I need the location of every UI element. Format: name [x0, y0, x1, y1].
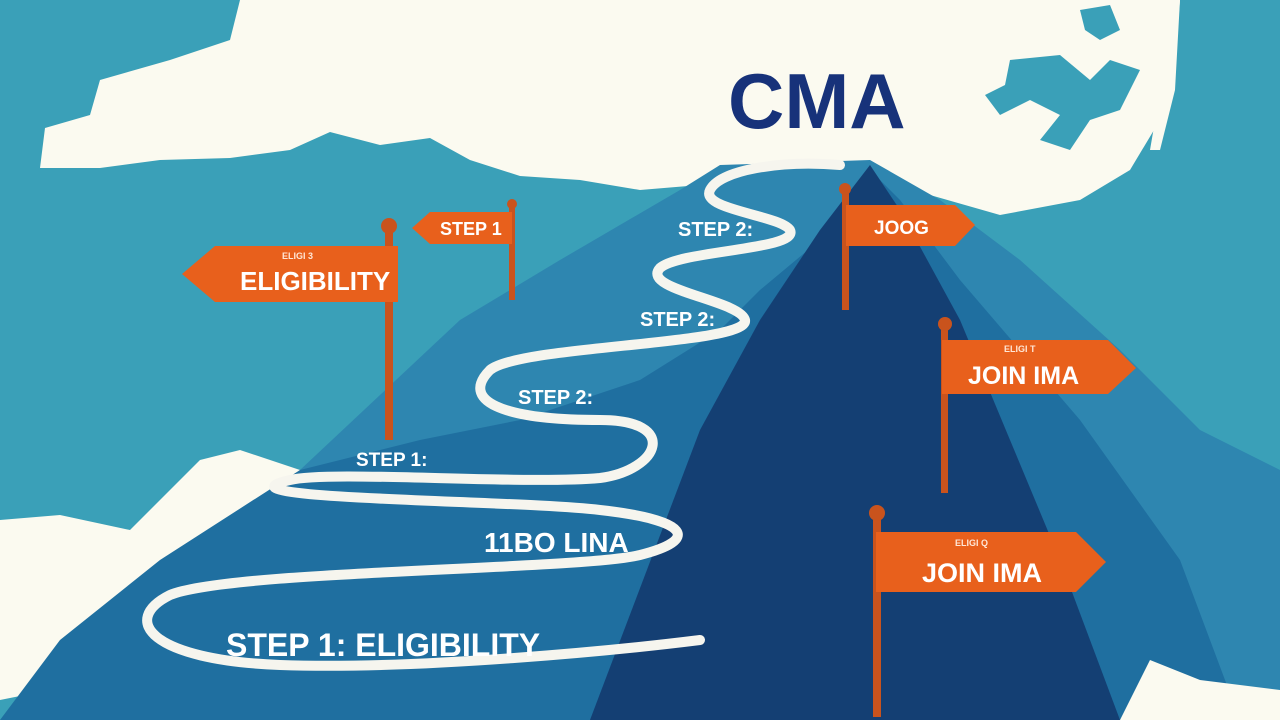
flag-pole — [509, 205, 515, 300]
flag-pole — [385, 228, 393, 440]
flag-step1: STEP 1 — [412, 199, 517, 300]
flag-pole — [941, 325, 948, 493]
flag-main-label: JOOG — [874, 218, 929, 239]
flag-eligibility: ELIGI 3 ELIGIBILITY — [182, 218, 398, 440]
flag-main-label: STEP 1 — [440, 219, 502, 239]
path-label-middle: STEP 2: — [518, 387, 593, 409]
flag-pole-knob — [507, 199, 517, 209]
flag-pole-knob — [839, 183, 851, 195]
flag-summit: JOOG — [839, 183, 975, 310]
page-title: CMA — [728, 57, 906, 145]
flag-banner — [876, 532, 1106, 592]
flag-main-label: ELIGIBILITY — [240, 266, 390, 296]
flag-small-label: ELIGI Q — [955, 538, 988, 548]
flag-pole-knob — [381, 218, 397, 234]
flag-banner — [412, 212, 512, 244]
flag-join-lower: ELIGI Q JOIN IMA — [869, 505, 1106, 717]
flag-banner — [182, 246, 398, 302]
flag-pole — [873, 515, 881, 717]
flag-pole — [842, 190, 849, 310]
flag-banner — [846, 205, 975, 246]
map-inlet — [985, 55, 1140, 150]
path-label-bottom: STEP 1: ELIGIBILITY — [226, 627, 540, 663]
path-label-upper: STEP 2: — [640, 309, 715, 331]
flag-small-label: ELIGI T — [1004, 344, 1036, 354]
map-coast-strip — [1150, 0, 1180, 150]
flag-small-label: ELIGI 3 — [282, 251, 313, 261]
path-label-lower: STEP 1: — [356, 450, 427, 471]
map-landmass — [40, 0, 1180, 215]
flag-join-upper: ELIGI T JOIN IMA — [938, 317, 1136, 493]
flag-pole-knob — [938, 317, 952, 331]
path-label-top: STEP 2: — [678, 219, 753, 241]
flag-main-label: JOIN IMA — [968, 362, 1079, 390]
flag-pole-knob — [869, 505, 885, 521]
snow-foreground — [1120, 660, 1280, 720]
map-inlet-2 — [1080, 5, 1120, 40]
winding-path — [142, 158, 845, 671]
flag-main-label: JOIN IMA — [922, 558, 1042, 588]
flag-banner — [942, 340, 1136, 394]
path-label-base: 11BO LINA — [484, 527, 629, 558]
